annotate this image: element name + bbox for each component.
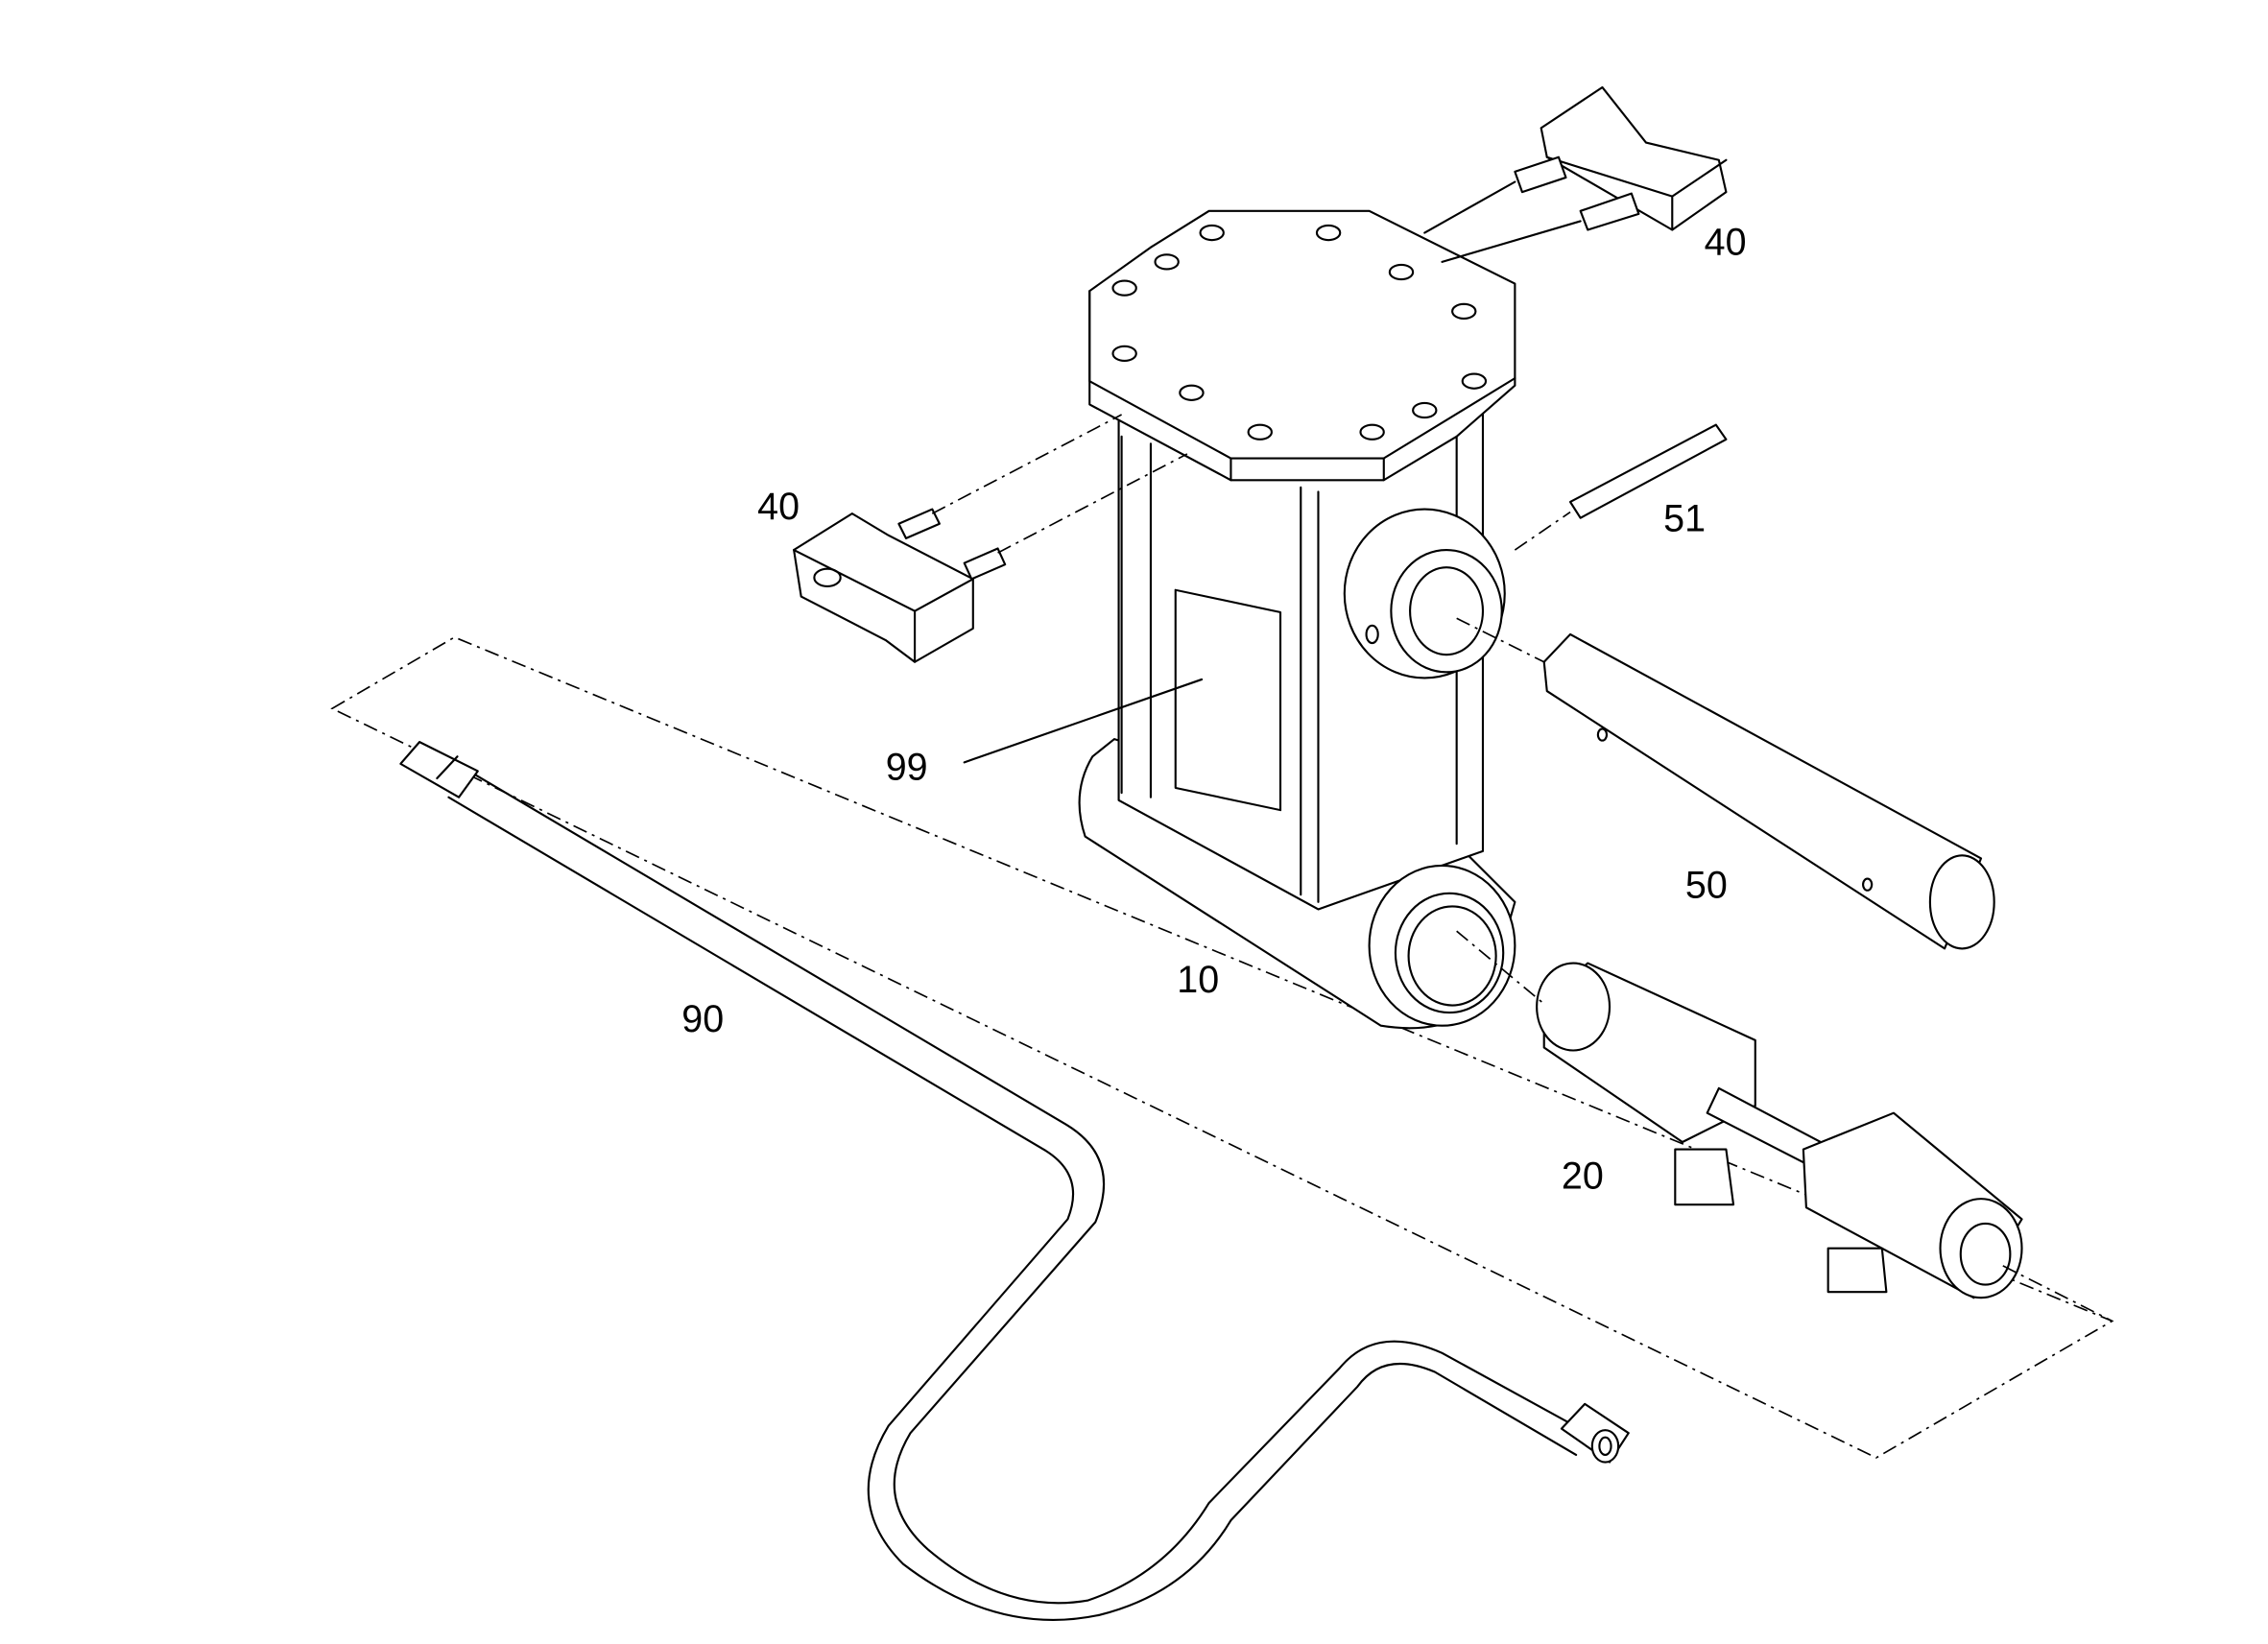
leader-line-99 [963, 678, 1204, 764]
callout-50: 50 [1685, 864, 1728, 906]
callout-10: 10 [1177, 959, 1219, 1001]
callout-40-left: 40 [757, 486, 800, 528]
callout-40-top: 40 [1705, 221, 1747, 263]
shaft-50 [1456, 617, 1995, 950]
bolt-heads [1111, 224, 1488, 441]
screw-assembly-20 [1456, 930, 2113, 1322]
callout-90: 90 [681, 998, 724, 1040]
housing-10 [1078, 209, 1516, 1030]
clamp-40-top [1423, 85, 1728, 263]
callout-20: 20 [1562, 1156, 1604, 1198]
callout-51: 51 [1663, 497, 1706, 539]
label-plate-99 [1174, 588, 1282, 812]
clamp-40-left [793, 414, 1188, 663]
callout-99: 99 [886, 747, 928, 789]
crank-handle-90 [399, 741, 1630, 1621]
pin-51 [1514, 423, 1728, 551]
